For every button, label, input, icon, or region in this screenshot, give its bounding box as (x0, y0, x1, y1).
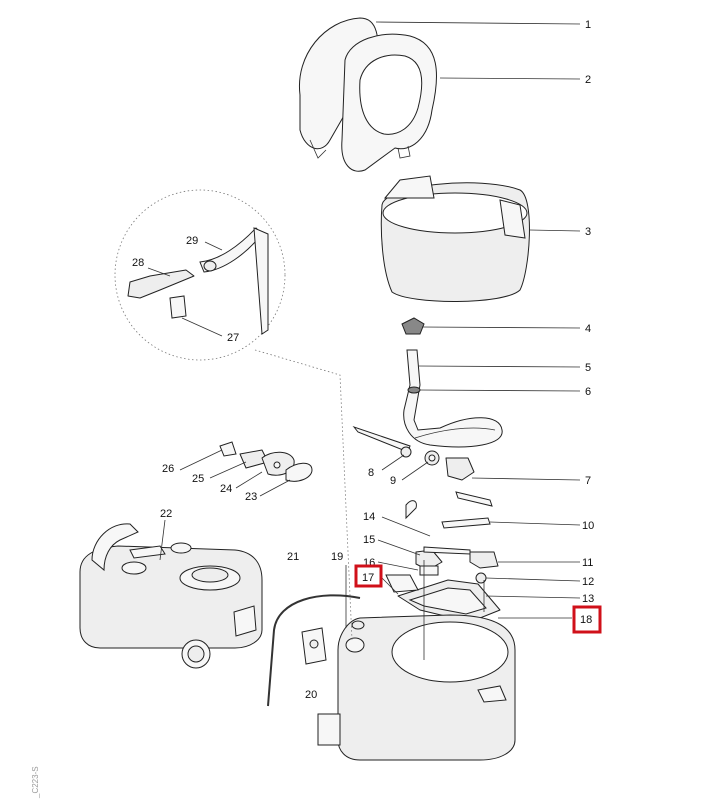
part-hose (403, 349, 503, 448)
figure-code: _C223-S (31, 766, 40, 799)
callout-3: 3 (585, 226, 591, 238)
callout-18: 18 (580, 614, 592, 626)
callout-14: 14 (363, 511, 375, 523)
callout-21: 21 (287, 551, 299, 563)
callout-6: 6 (585, 386, 591, 398)
callout-4: 4 (585, 323, 591, 335)
callout-27: 27 (227, 332, 239, 344)
part-strip (405, 491, 493, 529)
callout-17: 17 (362, 572, 374, 584)
part-pump (445, 457, 475, 481)
callout-2: 2 (585, 74, 591, 86)
detail-circle (114, 189, 353, 641)
part-valve (401, 317, 425, 335)
callout-28: 28 (132, 257, 144, 269)
callout-12: 12 (582, 576, 594, 588)
callout-labels: 1 2 3 4 5 6 7 8 9 10 11 12 13 14 15 16 1… (132, 19, 602, 701)
callout-22: 22 (160, 508, 172, 520)
part-tube (352, 425, 440, 466)
part-housing (317, 560, 516, 761)
callout-9: 9 (390, 475, 396, 487)
callout-18-highlight (572, 605, 602, 634)
callout-25: 25 (192, 473, 204, 485)
callout-10: 10 (582, 520, 594, 532)
callout-29: 29 (186, 235, 198, 247)
callout-17-highlight (354, 564, 383, 588)
part-bowl (380, 175, 530, 302)
part-small-set (219, 441, 313, 482)
callout-23: 23 (245, 491, 257, 503)
callout-24: 24 (220, 483, 232, 495)
callout-26: 26 (162, 463, 174, 475)
callout-1: 1 (585, 19, 591, 31)
callout-8: 8 (368, 467, 374, 479)
callout-13: 13 (582, 593, 594, 605)
callout-7: 7 (585, 475, 591, 487)
part-tank (79, 523, 263, 669)
callout-5: 5 (585, 362, 591, 374)
callout-20: 20 (305, 689, 317, 701)
callout-15: 15 (363, 534, 375, 546)
part-mechanism (415, 546, 499, 584)
callout-19: 19 (331, 551, 343, 563)
part-seat (341, 33, 437, 172)
callout-leaders (159, 21, 581, 619)
callout-11: 11 (582, 557, 593, 569)
part-cable (267, 565, 365, 707)
